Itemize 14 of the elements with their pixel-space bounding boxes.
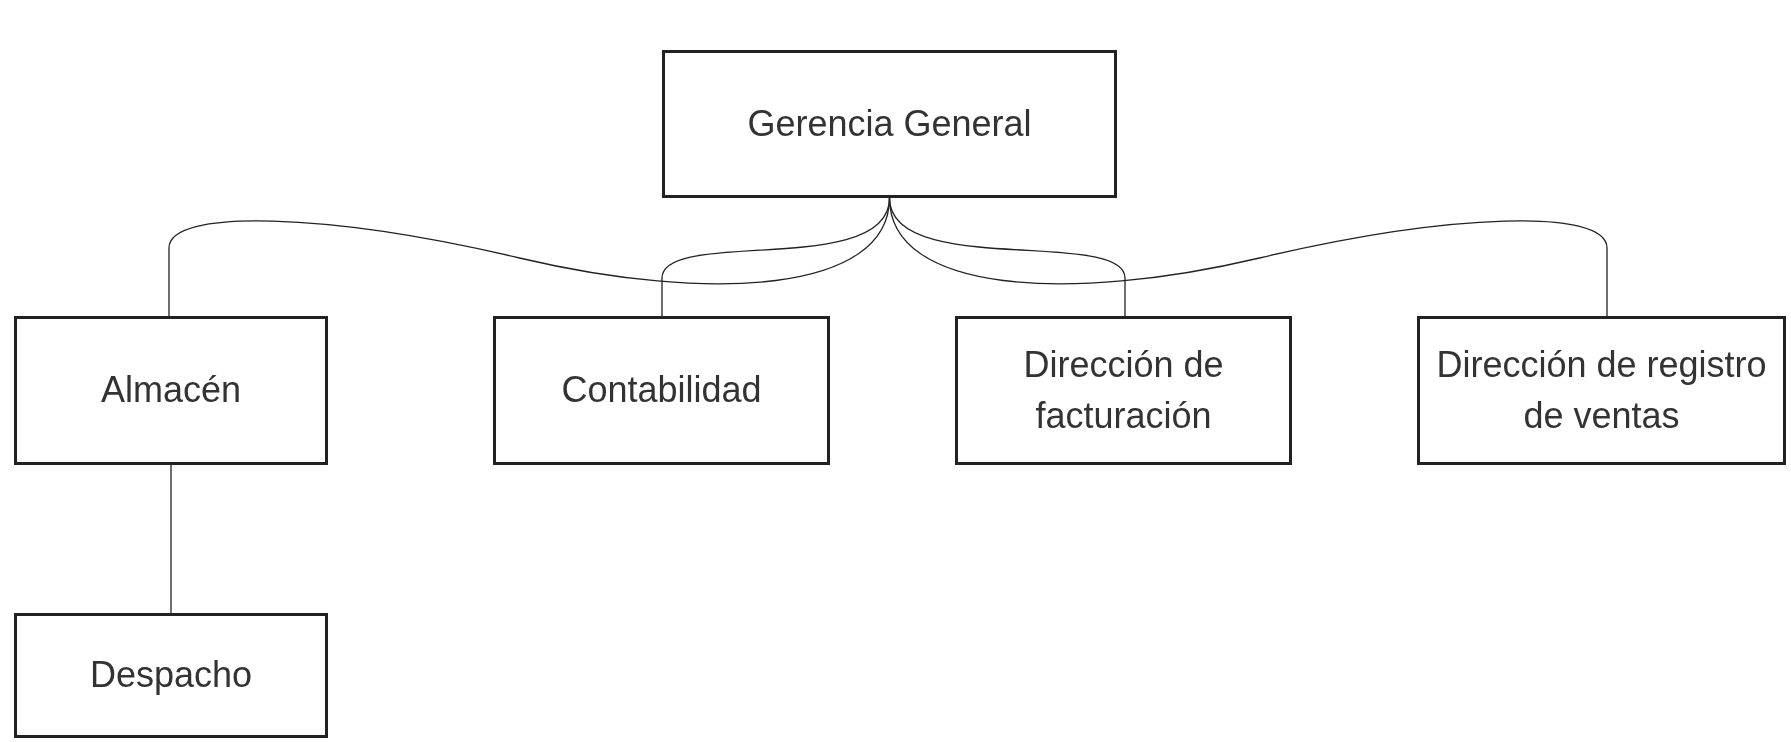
box-label: Despacho [89,653,253,698]
org-box [493,316,830,465]
box-label: Gerencia General [747,101,1032,146]
box-label: Contabilidad [561,368,762,413]
org-box [14,613,328,738]
org-box [662,50,1117,198]
box-label: Almacén [100,368,242,413]
connector-line [170,464,172,614]
org-box [1417,316,1786,465]
box-label: Dirección de registro de ventas [1435,343,1768,438]
connector-line [888,197,1608,317]
box-label: Dirección de facturación [1022,343,1225,438]
org-box [955,316,1292,465]
org-box [14,316,328,465]
